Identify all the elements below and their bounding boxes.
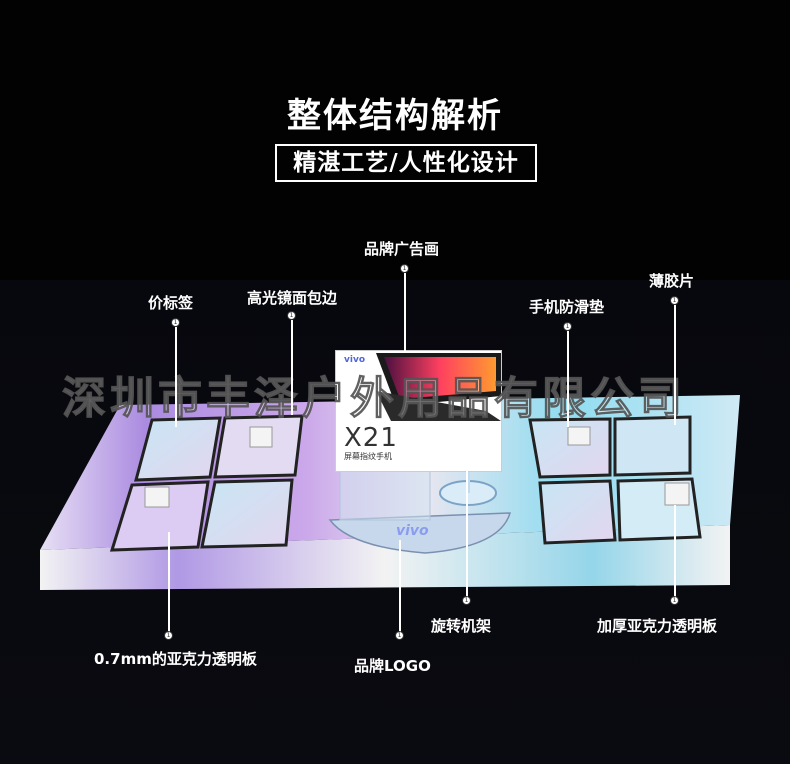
page-title: 整体结构解析 [287,96,503,136]
label-film: 薄胶片 [649,272,695,290]
display-table-illustration [40,395,740,590]
callout-line [291,320,293,415]
callout-line [399,540,401,632]
brand-ad-card: vivo X21 屏幕指纹手机 [335,350,502,472]
label-mirror-edge: 高光镜面包边 [247,289,338,307]
callout-dot-icon: 1 [670,296,679,305]
callout-line [674,505,676,598]
callout-line [466,470,468,598]
ad-model-text: X21 [344,423,398,453]
callout-line [175,327,177,427]
callout-dot-icon: 1 [164,631,173,640]
callout-dot-icon: 1 [400,264,409,273]
company-watermark: 深圳市丰泽户外用品有限公司 [62,373,686,425]
ad-brand-text: vivo [344,355,366,365]
page-subtitle: 精湛工艺/人性化设计 [293,150,519,176]
callout-line [674,305,676,425]
callout-line [567,331,569,427]
label-price-tag: 价标签 [148,294,194,312]
left-panel-group [109,414,304,552]
label-brand-ad: 品牌广告画 [364,240,440,258]
label-brand-logo: 品牌LOGO [354,657,431,675]
callout-dot-icon: 1 [395,631,404,640]
callout-line [404,273,406,353]
callout-dot-icon: 1 [287,311,296,320]
callout-dot-icon: 1 [171,318,180,327]
callout-dot-icon: 1 [563,322,572,331]
label-phone-pad: 手机防滑垫 [529,298,605,316]
ad-sub-text: 屏幕指纹手机 [344,452,392,461]
callout-dot-icon: 1 [462,596,471,605]
label-rotating-stand: 旋转机架 [431,617,492,635]
right-panel-group [528,415,702,545]
base-logo-text: vivo [396,523,429,539]
phone-image [376,353,501,421]
callout-dot-icon: 1 [670,596,679,605]
label-acrylic-thin: 0.7mm的亚克力透明板 [94,650,257,668]
label-acrylic-thick: 加厚亚克力透明板 [597,617,718,635]
subtitle-box: 精湛工艺/人性化设计 [275,144,537,182]
callout-line [168,532,170,632]
